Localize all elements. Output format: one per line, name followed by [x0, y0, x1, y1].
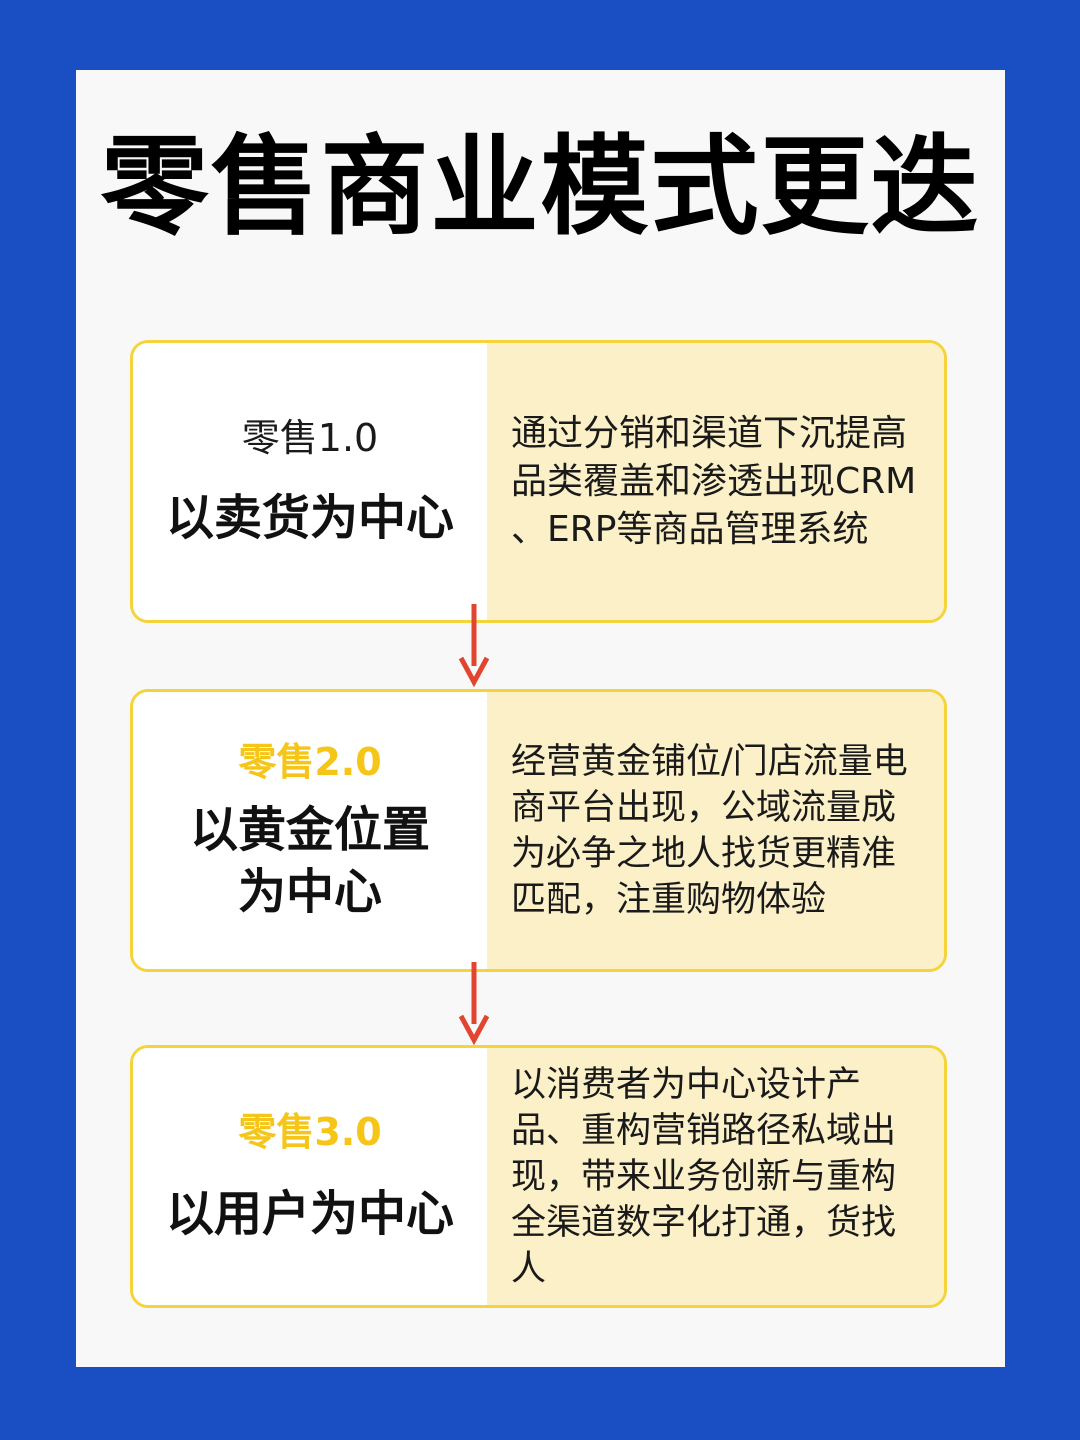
stage-card-3-left: 零售3.0 以用户为中心 — [133, 1048, 487, 1305]
page-title: 零售商业模式更迭 — [100, 124, 981, 250]
stage-label: 零售1.0 — [241, 415, 379, 460]
stage-card-3-right: 以消费者为中心设计产品、重构营销路径私域出现，带来业务创新与重构全渠道数字化打通… — [487, 1048, 944, 1305]
arrow-down-icon — [458, 962, 490, 1046]
stage-description: 经营黄金铺位/门店流量电商平台出现，公域流量成为必争之地人找货更精准匹配，注重购… — [511, 741, 908, 920]
stage-headline: 以卖货为中心 — [165, 489, 454, 546]
stage-card-2: 零售2.0 以黄金位置为中心 经营黄金铺位/门店流量电商平台出现，公域流量成为必… — [130, 689, 947, 972]
stage-headline: 以黄金位置为中心 — [189, 801, 430, 920]
stage-description: 以消费者为中心设计产品、重构营销路径私域出现，带来业务创新与重构全渠道数字化打通… — [511, 1064, 897, 1289]
stage-headline: 以用户为中心 — [165, 1185, 454, 1242]
stage-card-1: 零售1.0 以卖货为中心 通过分销和渠道下沉提高品类覆盖和渗透出现CRM 、ER… — [130, 340, 947, 623]
stage-card-1-left: 零售1.0 以卖货为中心 — [133, 343, 487, 620]
stage-label: 零售3.0 — [238, 1109, 382, 1154]
stage-card-3: 零售3.0 以用户为中心 以消费者为中心设计产品、重构营销路径私域出现，带来业务… — [130, 1045, 947, 1308]
stage-description: 通过分销和渠道下沉提高品类覆盖和渗透出现CRM 、ERP等商品管理系统 — [511, 412, 917, 550]
stage-label: 零售2.0 — [238, 739, 382, 784]
stage-card-2-right: 经营黄金铺位/门店流量电商平台出现，公域流量成为必争之地人找货更精准匹配，注重购… — [487, 692, 944, 969]
stage-card-2-left: 零售2.0 以黄金位置为中心 — [133, 692, 487, 969]
arrow-down-icon — [458, 604, 490, 688]
stage-card-1-right: 通过分销和渠道下沉提高品类覆盖和渗透出现CRM 、ERP等商品管理系统 — [487, 343, 944, 620]
